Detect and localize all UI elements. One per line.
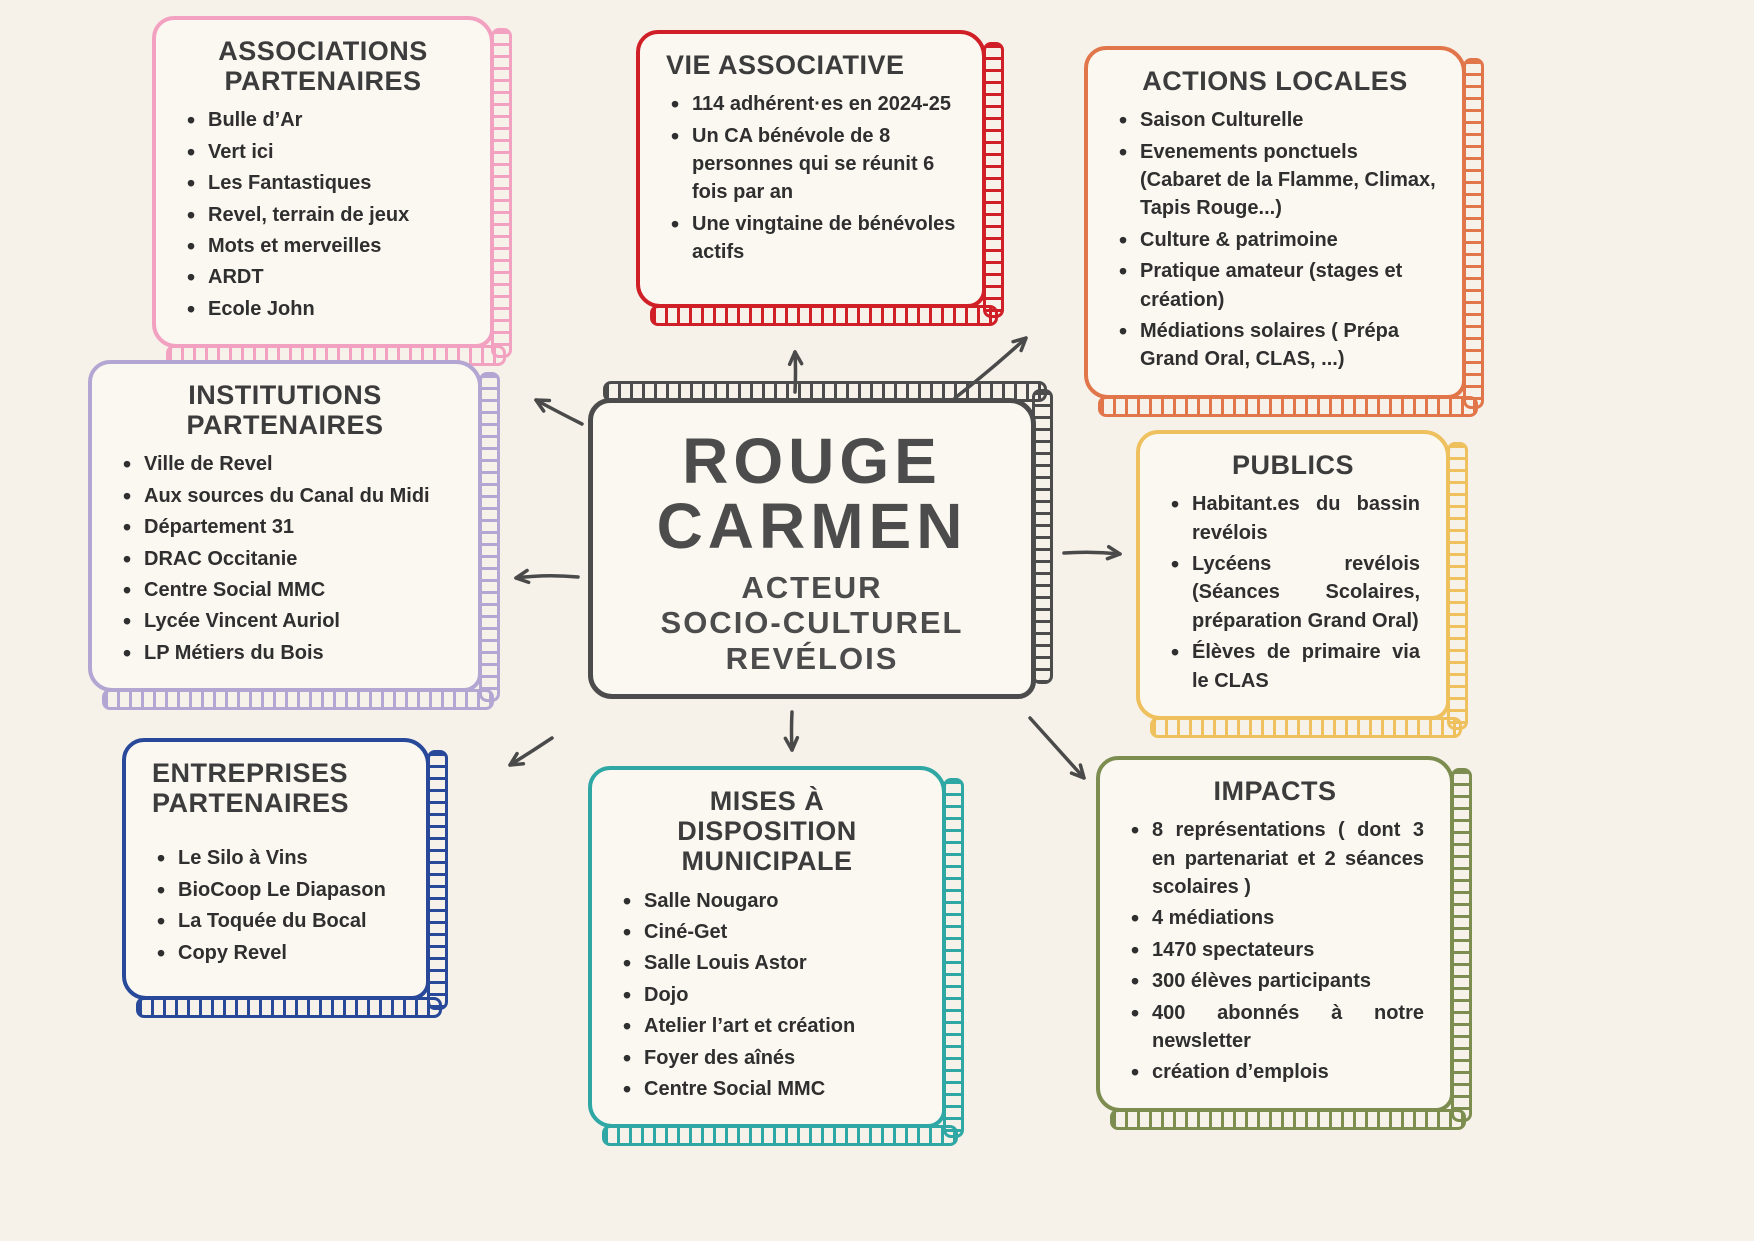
box-title: INSTITUTIONS PARTENAIRES xyxy=(186,380,384,441)
arrow-to-institutions xyxy=(514,568,580,585)
list-item: Dojo xyxy=(618,979,916,1012)
list-item: Une vingtaine de bénévoles actifs xyxy=(666,208,956,267)
box-associations-partenaires: ASSOCIATIONS PARTENAIRES Bulle d’Ar Vert… xyxy=(152,16,512,367)
list-item: Lycée Vincent Auriol xyxy=(118,605,452,638)
list-item: 114 adhérent·es en 2024-25 xyxy=(666,88,956,121)
arrow-to-entreprises xyxy=(508,736,554,767)
box-items: Habitant.es du bassin revélois Lycéens r… xyxy=(1166,488,1420,695)
list-item: Revel, terrain de jeux xyxy=(182,199,464,232)
list-item: création d’emplois xyxy=(1126,1056,1424,1089)
box-mises-a-disposition: MISES À DISPOSITION MUNICIPALE Salle Nou… xyxy=(588,766,964,1147)
list-item: Saison Culturelle xyxy=(1114,104,1436,137)
box-items: 114 adhérent·es en 2024-25 Un CA bénévol… xyxy=(666,88,956,267)
list-item: Les Fantastiques xyxy=(182,167,464,200)
list-item: Médiations solaires ( Prépa Grand Oral, … xyxy=(1114,315,1436,374)
list-item: Salle Louis Astor xyxy=(618,947,916,980)
box-impacts: IMPACTS 8 représentations ( dont 3 en pa… xyxy=(1096,756,1472,1130)
arrow-to-impacts xyxy=(1028,716,1086,780)
list-item: La Toquée du Bocal xyxy=(152,905,400,938)
box-title: PUBLICS xyxy=(1231,450,1354,480)
arrow-to-mises xyxy=(783,710,800,752)
box-rouge-carmen: ROUGE CARMEN ACTEUR SOCIO-CULTUREL REVÉL… xyxy=(588,380,1053,700)
list-item: Atelier l’art et création xyxy=(618,1010,916,1043)
list-item: 8 représentations ( dont 3 en partenaria… xyxy=(1126,814,1424,901)
box-title: ACTIONS LOCALES xyxy=(1142,66,1408,96)
box-title: MISES À DISPOSITION MUNICIPALE xyxy=(677,786,857,877)
box-entreprises-partenaires: ENTREPRISES PARTENAIRES Le Silo à Vins B… xyxy=(122,738,448,1018)
list-item: DRAC Occitanie xyxy=(118,543,452,576)
center-title: ROUGE CARMEN xyxy=(656,425,968,563)
list-item: Ville de Revel xyxy=(118,448,452,481)
list-item: Aux sources du Canal du Midi xyxy=(118,480,452,513)
list-item: Centre Social MMC xyxy=(618,1073,916,1106)
list-item: Pratique amateur (stages et création) xyxy=(1114,255,1436,314)
box-actions-locales: ACTIONS LOCALES Saison Culturelle Evenem… xyxy=(1084,46,1484,417)
list-item: Mots et merveilles xyxy=(182,230,464,263)
list-item: ARDT xyxy=(182,261,464,294)
box-items: Saison Culturelle Evenements ponctuels (… xyxy=(1114,104,1436,374)
box-items: Salle Nougaro Ciné-Get Salle Louis Astor… xyxy=(618,885,916,1106)
list-item: 300 élèves participants xyxy=(1126,965,1424,998)
list-item: 1470 spectateurs xyxy=(1126,934,1424,967)
box-items: Bulle d’Ar Vert ici Les Fantastiques Rev… xyxy=(182,104,464,326)
list-item: Bulle d’Ar xyxy=(182,104,464,137)
list-item: Lycéens revélois (Séances Scolaires, pré… xyxy=(1166,548,1420,635)
list-item: 400 abonnés à notre newsletter xyxy=(1126,997,1424,1056)
list-item: Evenements ponctuels (Cabaret de la Flam… xyxy=(1114,136,1436,223)
list-item: BioCoop Le Diapason xyxy=(152,874,400,907)
list-item: Salle Nougaro xyxy=(618,885,916,918)
box-title: ASSOCIATIONS PARTENAIRES xyxy=(218,36,428,97)
box-publics: PUBLICS Habitant.es du bassin revélois L… xyxy=(1136,430,1468,738)
box-items: Le Silo à Vins BioCoop Le Diapason La To… xyxy=(152,842,400,970)
box-vie-associative: VIE ASSOCIATIVE 114 adhérent·es en 2024-… xyxy=(636,30,1004,326)
list-item: Élèves de primaire via le CLAS xyxy=(1166,636,1420,695)
list-item: Vert ici xyxy=(182,136,464,169)
list-item: Un CA bénévole de 8 personnes qui se réu… xyxy=(666,120,956,207)
box-items: Ville de Revel Aux sources du Canal du M… xyxy=(118,448,452,670)
box-title: ENTREPRISES PARTENAIRES xyxy=(152,758,350,819)
box-title: VIE ASSOCIATIVE xyxy=(666,50,905,80)
list-item: 4 médiations xyxy=(1126,902,1424,935)
list-item: Copy Revel xyxy=(152,937,400,970)
arrow-to-publics xyxy=(1062,545,1122,561)
list-item: Habitant.es du bassin revélois xyxy=(1166,488,1420,547)
list-item: Département 31 xyxy=(118,511,452,544)
list-item: Le Silo à Vins xyxy=(152,842,400,875)
list-item: Culture & patrimoine xyxy=(1114,224,1436,257)
center-subtitle: ACTEUR SOCIO-CULTUREL REVÉLOIS xyxy=(660,569,964,676)
list-item: Ciné-Get xyxy=(618,916,916,949)
list-item: LP Métiers du Bois xyxy=(118,637,452,670)
arrow-to-associations xyxy=(534,398,584,426)
box-title: IMPACTS xyxy=(1213,776,1337,806)
list-item: Ecole John xyxy=(182,293,464,326)
box-items: 8 représentations ( dont 3 en partenaria… xyxy=(1126,814,1424,1089)
box-institutions-partenaires: INSTITUTIONS PARTENAIRES Ville de Revel … xyxy=(88,360,500,711)
list-item: Centre Social MMC xyxy=(118,574,452,607)
list-item: Foyer des aînés xyxy=(618,1042,916,1075)
